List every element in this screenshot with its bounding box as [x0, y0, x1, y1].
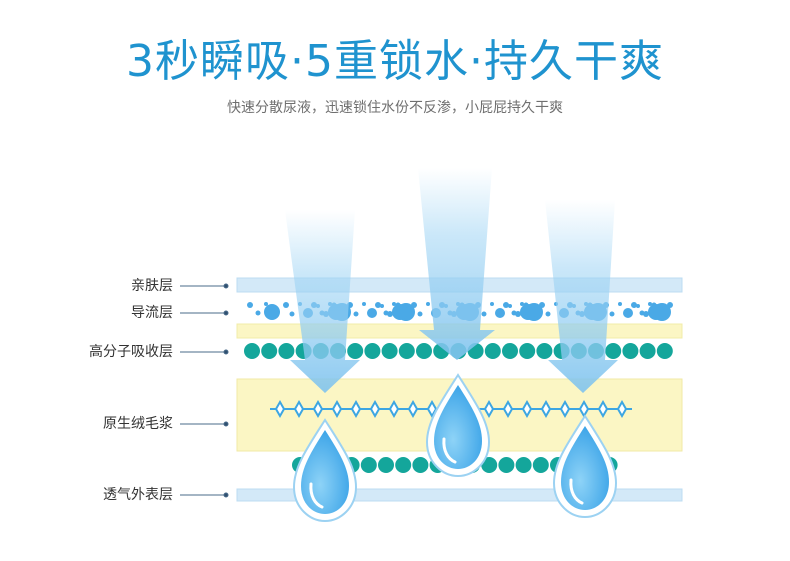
page-title: 3秒瞬吸·5重锁水·持久干爽	[126, 36, 664, 87]
layer-label-backsheet: 透气外表层	[103, 487, 173, 503]
layer-label-skin: 亲肤层	[131, 278, 173, 294]
layer-label-pulp: 原生绒毛浆	[103, 416, 173, 432]
water-drops	[292, 373, 618, 523]
page-subtitle: 快速分散尿液，迅速锁住水份不反渗，小屁屁持久干爽	[227, 100, 563, 116]
label-connectors	[180, 283, 229, 498]
layer-label-sap: 高分子吸收层	[89, 344, 173, 360]
absorption-arrows	[285, 168, 618, 393]
layer-label-diversion: 导流层	[131, 305, 173, 321]
